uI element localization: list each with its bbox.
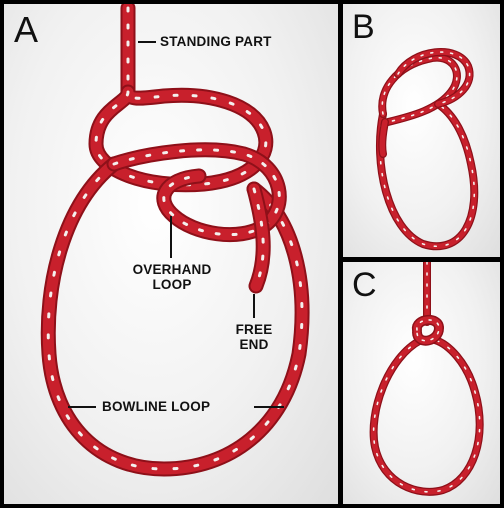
standing-part-label: STANDING PART [160, 34, 272, 49]
standing-part-leader [138, 41, 156, 43]
panel-b: B [343, 4, 500, 257]
bowline-step-c-rope [343, 262, 500, 504]
bowline-loop-leader-right [254, 406, 284, 408]
overhand-loop-label: OVERHAND LOOP [120, 262, 224, 292]
overhand-loop-label-line1: OVERHAND [120, 262, 224, 277]
bowline-loop-label: BOWLINE LOOP [102, 399, 210, 414]
free-end-label-line2: END [224, 337, 284, 352]
overhand-loop-label-line2: LOOP [120, 277, 224, 292]
free-end-label-line1: FREE [224, 322, 284, 337]
panel-c: C [343, 262, 500, 504]
panel-a: A STANDING PART [4, 4, 338, 504]
free-end-leader [253, 294, 255, 318]
free-end-label: FREE END [224, 322, 284, 352]
bowline-loop-leader-left [68, 406, 96, 408]
bowline-step-b-rope [343, 4, 500, 257]
overhand-loop-leader [170, 216, 172, 258]
